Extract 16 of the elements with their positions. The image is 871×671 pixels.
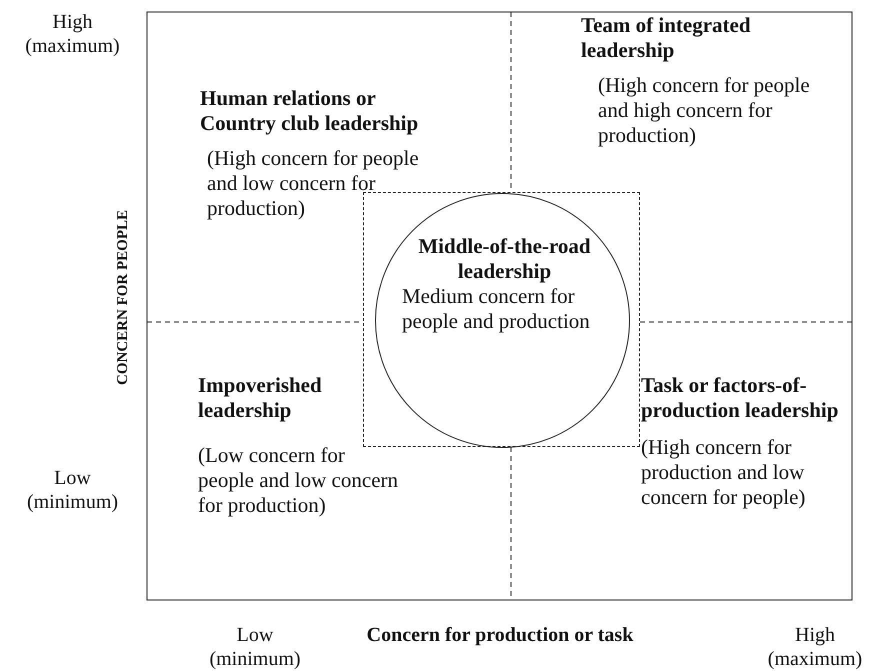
axis-label: High (maximum)	[766, 623, 864, 671]
description: (High concern for people and high concern for production)	[598, 73, 811, 148]
description: (High concern for production and low concern for people)	[641, 435, 806, 510]
axis-title: CONCERN FOR PEOPLE	[114, 210, 132, 386]
heading: Impoverished leadership	[198, 373, 323, 423]
heading: Middle-of-the-road leadership	[417, 234, 592, 284]
axis-label: Low (minimum)	[208, 623, 302, 671]
axis-label: High (maximum)	[24, 10, 121, 58]
axis-label: Low (minimum)	[26, 466, 120, 514]
axis-title: Concern for production or task	[366, 623, 634, 647]
heading: Team of integrated leadership	[581, 13, 752, 63]
heading: Task or factors-of-production leadership	[641, 373, 840, 423]
heading: Human relations or Country club leadership	[200, 86, 420, 136]
description: Medium concern for people and production	[402, 284, 591, 334]
description: (Low concern for people and low concern for production)	[198, 443, 398, 518]
description: (High concern for people and low concern for production)	[207, 146, 420, 221]
